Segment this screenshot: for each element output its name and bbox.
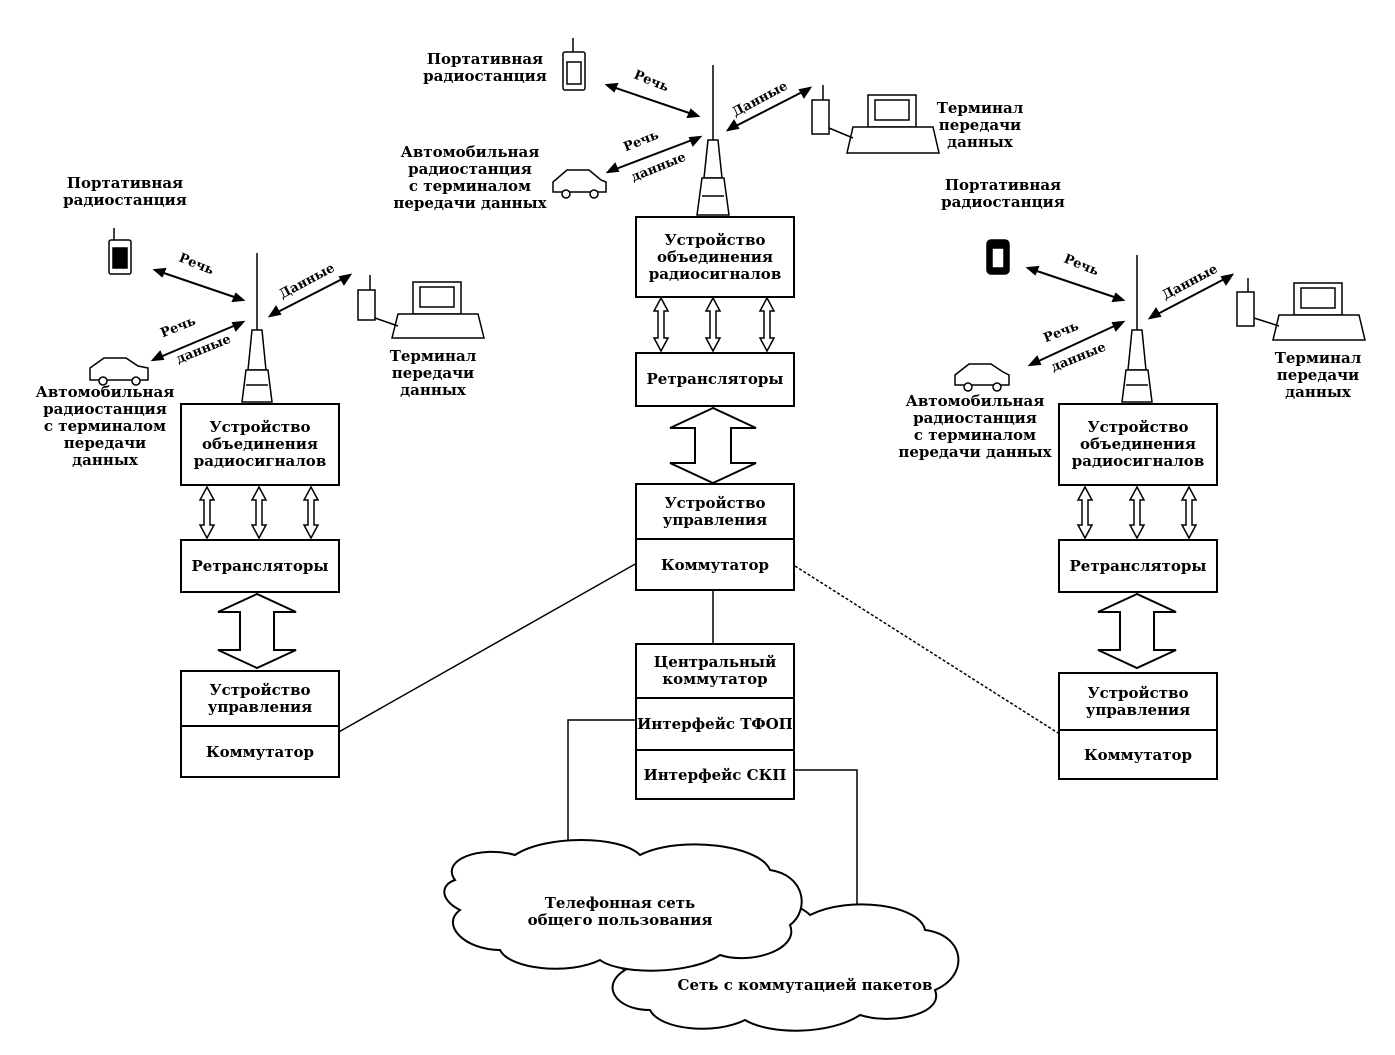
- car-right-icon: [954, 363, 1010, 392]
- terminal-center-icon: [811, 85, 940, 154]
- pstn-cloud-label: Телефонная сеть общего пользования: [527, 894, 713, 929]
- control-switch-center: Устройство управления Коммутатор: [635, 483, 795, 591]
- tower-left-icon: [241, 253, 273, 403]
- psn-cloud-label: Сеть с коммутацией пакетов: [677, 976, 933, 994]
- link-pstn: [567, 719, 637, 855]
- psn-interface: Интерфейс СКП: [643, 766, 787, 784]
- car-left-icon: [89, 357, 149, 386]
- combiner-right: Устройство объединения радиосигналов: [1058, 403, 1218, 486]
- small-arrows-center: [652, 296, 776, 353]
- big-arrow-right: [1097, 592, 1177, 670]
- portable-radio-left-label: Портативная радиостанция: [63, 174, 187, 209]
- switch-center: Коммутатор: [660, 556, 770, 574]
- link-psn: [795, 769, 858, 916]
- terminal-left-icon: [357, 275, 485, 339]
- terminal-left-label: Терминал передачи данных: [389, 347, 477, 399]
- central-switch: Центральный коммутатор: [637, 645, 793, 699]
- central-switch-stack: Центральный коммутатор Интерфейс ТФОП Ин…: [635, 643, 795, 800]
- big-arrow-center: [669, 406, 757, 485]
- combiner-left: Устройство объединения радиосигналов: [180, 403, 340, 486]
- repeaters-left: Ретрансляторы: [180, 539, 340, 593]
- terminal-right-icon: [1236, 278, 1366, 341]
- car-radio-right-label: Автомобильная радиостанция с терминалом …: [898, 392, 1052, 461]
- car-radio-center-label: Автомобильная радиостанция с терминалом …: [393, 143, 547, 212]
- big-arrow-left: [217, 592, 297, 670]
- pstn-interface: Интерфейс ТФОП: [637, 699, 793, 751]
- terminal-center-label: Терминал передачи данных: [936, 99, 1024, 151]
- repeaters-center: Ретрансляторы: [635, 352, 795, 407]
- terminal-icons: [357, 85, 1366, 341]
- switch-left: Коммутатор: [205, 743, 315, 761]
- portable-radio-center-icon: [562, 38, 586, 91]
- radio-links: [150, 82, 1235, 367]
- control-unit-center: Устройство управления: [637, 485, 793, 540]
- control-switch-left: Устройство управления Коммутатор: [180, 670, 340, 778]
- tower-icons: [241, 65, 1153, 403]
- portable-radio-right-label: Портативная радиостанция: [941, 176, 1065, 211]
- car-radio-left-label: Автомобильная радиостанция с терминалом …: [35, 383, 175, 469]
- small-arrows-right: [1076, 485, 1198, 540]
- switch-right: Коммутатор: [1083, 746, 1193, 764]
- repeaters-right: Ретрансляторы: [1058, 539, 1218, 593]
- tower-right-icon: [1121, 255, 1153, 403]
- portable-radio-left-icon: [108, 228, 132, 275]
- link-left: [336, 562, 638, 734]
- control-unit-left: Устройство управления: [182, 672, 338, 727]
- combiner-center: Устройство объединения радиосигналов: [635, 216, 795, 298]
- control-unit-right: Устройство управления: [1060, 674, 1216, 731]
- terminal-right-label: Терминал передачи данных: [1274, 349, 1362, 401]
- small-arrows-left: [198, 485, 320, 540]
- cloud-pstn: [443, 839, 803, 972]
- portable-radio-center-label: Портативная радиостанция: [423, 50, 547, 85]
- portable-radio-icons: [108, 38, 1010, 275]
- control-switch-right: Устройство управления Коммутатор: [1058, 672, 1218, 780]
- car-icons: [89, 169, 1010, 392]
- tower-center-icon: [696, 65, 730, 216]
- link-right: [794, 565, 1059, 734]
- portable-radio-right-icon: [986, 239, 1010, 275]
- car-center-icon: [552, 169, 607, 199]
